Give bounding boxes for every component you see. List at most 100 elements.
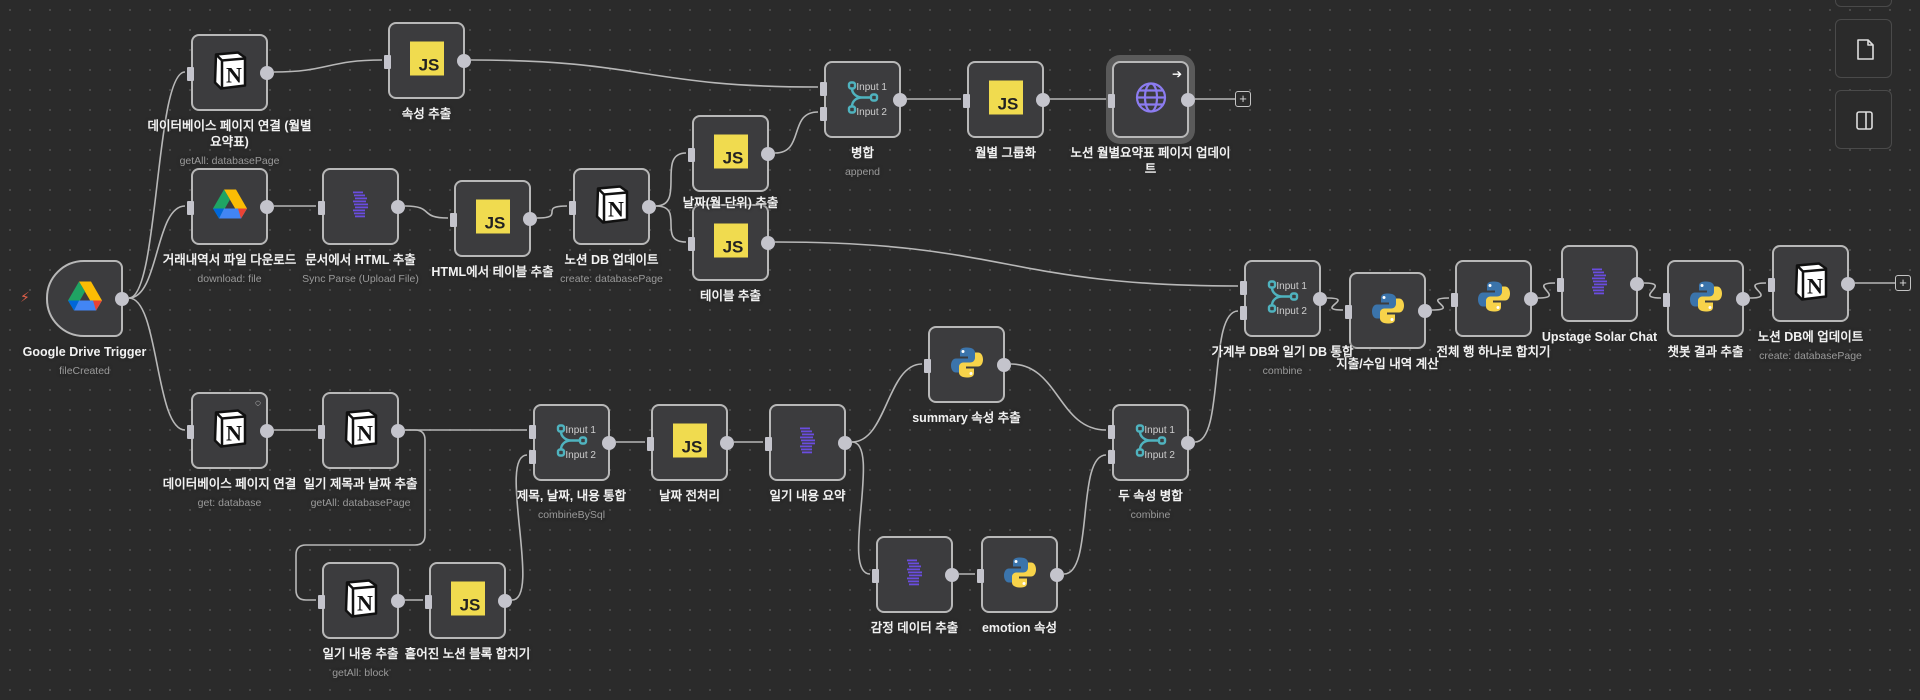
node-js-blocks[interactable]: JS xyxy=(425,562,512,639)
input-handle[interactable] xyxy=(1108,450,1115,464)
connection[interactable] xyxy=(655,152,687,207)
node-js-attr[interactable]: JS xyxy=(384,22,471,99)
input-handle[interactable] xyxy=(569,201,576,215)
connection[interactable] xyxy=(774,111,819,154)
output-handle[interactable] xyxy=(457,53,471,68)
node-js-table[interactable]: JS xyxy=(688,204,775,281)
input-handle[interactable] xyxy=(1240,306,1247,320)
connection[interactable] xyxy=(128,297,186,431)
output-handle[interactable] xyxy=(997,357,1011,372)
connection[interactable] xyxy=(851,441,871,575)
node-n-upd[interactable]: N xyxy=(569,168,656,245)
node-trigger[interactable] xyxy=(46,260,129,337)
node-n-final[interactable]: N xyxy=(1768,245,1855,322)
node-solar[interactable] xyxy=(1557,245,1644,322)
input-handle[interactable] xyxy=(425,595,432,609)
output-handle[interactable] xyxy=(1524,291,1538,306)
connection[interactable] xyxy=(1010,363,1107,431)
node-drive-dl[interactable] xyxy=(187,168,274,245)
node-sum-ai[interactable] xyxy=(765,404,852,481)
input-handle[interactable] xyxy=(765,437,772,451)
arrow-right-icon[interactable]: ➔ xyxy=(1171,67,1182,81)
node-js-month[interactable]: JS xyxy=(963,61,1050,138)
node-emo-ai[interactable] xyxy=(872,536,959,613)
input-handle[interactable] xyxy=(384,55,391,69)
output-handle[interactable] xyxy=(761,235,775,250)
input-handle[interactable] xyxy=(529,450,536,464)
input-handle[interactable] xyxy=(1451,293,1458,307)
connection[interactable] xyxy=(404,205,449,219)
connection[interactable] xyxy=(1063,454,1107,575)
input-handle[interactable] xyxy=(318,201,325,215)
output-handle[interactable] xyxy=(260,423,274,438)
input-handle[interactable] xyxy=(318,595,325,609)
connection[interactable] xyxy=(1194,310,1239,443)
output-handle[interactable] xyxy=(1181,92,1195,107)
panel-toggle-button[interactable] xyxy=(1835,90,1892,149)
input-handle[interactable] xyxy=(1108,425,1115,439)
input-handle[interactable] xyxy=(1240,281,1247,295)
input-handle[interactable] xyxy=(1557,278,1564,292)
connection[interactable] xyxy=(851,363,923,443)
connection[interactable] xyxy=(470,59,819,88)
input-handle[interactable] xyxy=(688,237,695,251)
output-handle[interactable] xyxy=(1736,291,1750,306)
node-py-sum[interactable] xyxy=(924,326,1011,403)
output-handle[interactable] xyxy=(1418,303,1432,318)
connection[interactable] xyxy=(511,454,528,601)
output-handle[interactable] xyxy=(1630,276,1644,291)
connection[interactable] xyxy=(1326,297,1344,311)
add-node-button[interactable]: + xyxy=(1895,275,1911,291)
output-handle[interactable] xyxy=(391,199,405,214)
input-handle[interactable] xyxy=(688,148,695,162)
output-handle[interactable] xyxy=(761,146,775,161)
output-handle[interactable] xyxy=(260,199,274,214)
connection[interactable] xyxy=(128,71,186,299)
input-handle[interactable] xyxy=(450,213,457,227)
node-n-db2[interactable]: N◌ xyxy=(187,392,274,469)
input-handle[interactable] xyxy=(647,437,654,451)
node-n-db1[interactable]: N xyxy=(187,34,274,111)
node-js-pre[interactable]: JS xyxy=(647,404,734,481)
output-handle[interactable] xyxy=(115,291,129,306)
side-button-top[interactable] xyxy=(1835,0,1892,7)
input-handle[interactable] xyxy=(820,82,827,96)
connection[interactable] xyxy=(1431,297,1450,311)
connection[interactable] xyxy=(1643,282,1662,299)
input-handle[interactable] xyxy=(187,425,194,439)
connection[interactable] xyxy=(128,205,186,299)
node-sync[interactable] xyxy=(318,168,405,245)
output-handle[interactable] xyxy=(498,593,512,608)
input-handle[interactable] xyxy=(529,425,536,439)
input-handle[interactable] xyxy=(1768,278,1775,292)
output-handle[interactable] xyxy=(523,211,537,226)
input-handle[interactable] xyxy=(977,569,984,583)
connection[interactable] xyxy=(774,241,1239,287)
output-handle[interactable] xyxy=(1036,92,1050,107)
node-js-date[interactable]: JS xyxy=(688,115,775,192)
node-http[interactable]: ➔ xyxy=(1108,61,1195,138)
connection[interactable] xyxy=(655,205,687,243)
connection[interactable] xyxy=(536,205,568,219)
input-handle[interactable] xyxy=(872,569,879,583)
output-handle[interactable] xyxy=(1050,567,1064,582)
node-n-content[interactable]: N xyxy=(318,562,405,639)
node-py-calc[interactable] xyxy=(1345,272,1432,349)
output-handle[interactable] xyxy=(893,92,907,107)
connection[interactable] xyxy=(273,59,383,73)
input-handle[interactable] xyxy=(318,425,325,439)
output-handle[interactable] xyxy=(838,435,852,450)
input-handle[interactable] xyxy=(924,359,931,373)
output-handle[interactable] xyxy=(1841,276,1855,291)
input-handle[interactable] xyxy=(1108,94,1115,108)
connection[interactable] xyxy=(1537,282,1556,299)
input-handle[interactable] xyxy=(820,107,827,121)
output-handle[interactable] xyxy=(602,435,616,450)
output-handle[interactable] xyxy=(720,435,734,450)
input-handle[interactable] xyxy=(187,201,194,215)
node-py-rows[interactable] xyxy=(1451,260,1538,337)
